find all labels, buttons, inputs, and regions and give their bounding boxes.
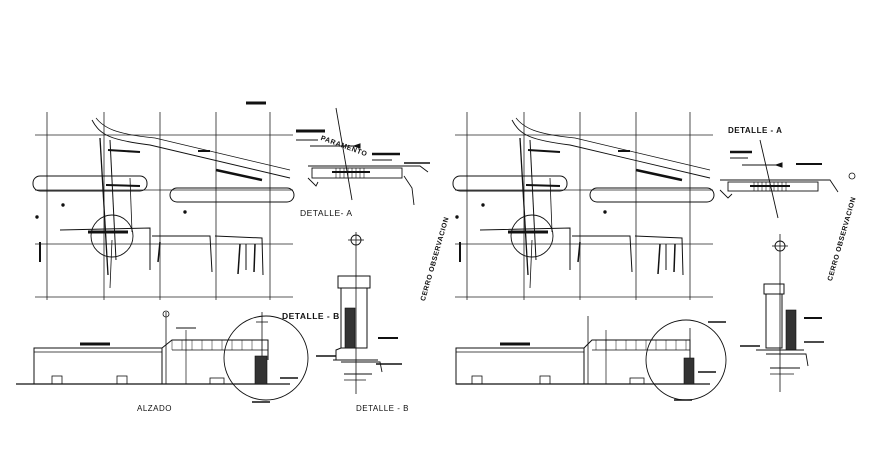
- site-plan-right: [452, 112, 715, 300]
- elevation-left: [16, 310, 309, 403]
- detail-a-right: [719, 139, 856, 219]
- detalle-a-right-label: DETALLE - A: [728, 126, 783, 135]
- detail-b-left: [316, 232, 402, 394]
- detalle-b-left-bottom-label: DETALLE - B: [356, 404, 409, 413]
- detalle-a-left-label: DETALLE- A: [300, 208, 353, 218]
- detalle-b-left-top-label: DETALLE - B: [282, 311, 340, 321]
- alzado-label: ALZADO: [137, 404, 173, 413]
- site-plan-left: [32, 101, 295, 300]
- detail-b-right: [740, 234, 824, 392]
- elevation-right: [455, 316, 727, 401]
- detail-a-left: [296, 107, 430, 206]
